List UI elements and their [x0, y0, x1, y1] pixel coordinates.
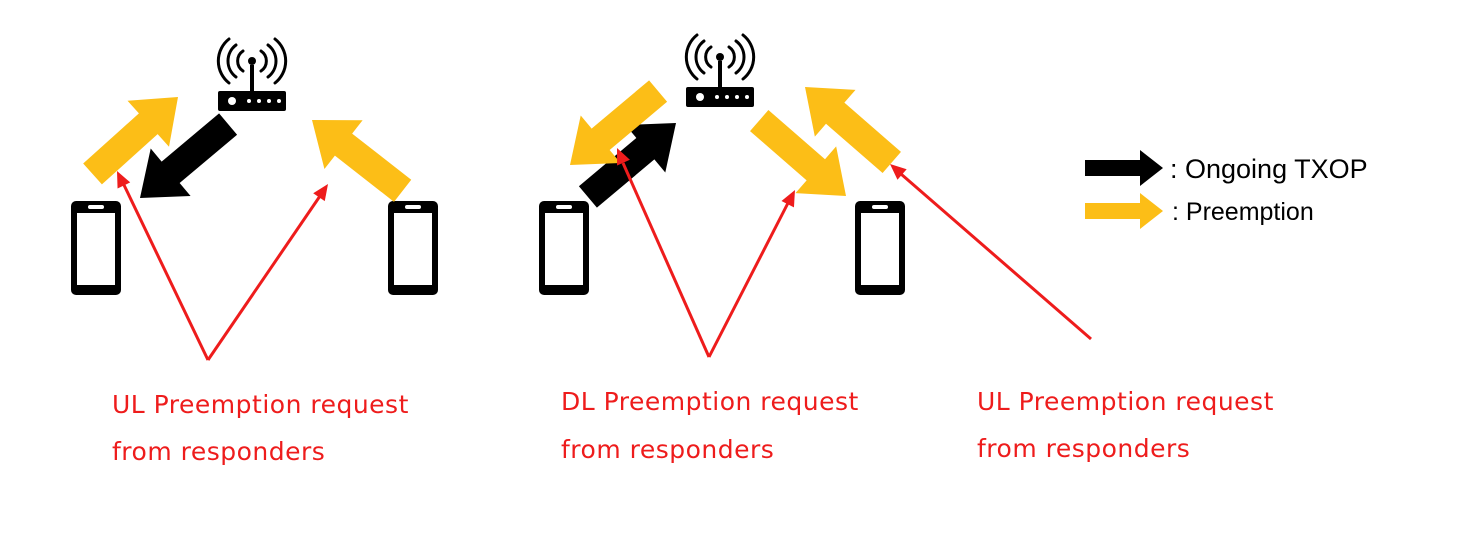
smartphone-icon — [855, 201, 905, 295]
annotation-middle-line2: from responders — [561, 435, 774, 464]
legend: : Ongoing TXOP : Preemption — [1085, 150, 1368, 229]
station-left-a — [71, 201, 121, 295]
annotation-left-ul: UL Preemption request from responders — [112, 390, 409, 466]
legend-ongoing-label: : Ongoing TXOP — [1170, 154, 1368, 184]
legend-preemption-label: : Preemption — [1172, 198, 1314, 226]
smartphone-icon — [71, 201, 121, 295]
annotation-pointer-left — [110, 167, 334, 361]
station-middle-b — [855, 201, 905, 295]
wifi-router-icon — [216, 37, 288, 111]
annotation-pointer-right — [885, 158, 1092, 341]
annotation-left-line2: from responders — [112, 437, 325, 466]
annotation-right-ul: UL Preemption request from responders — [977, 387, 1274, 463]
access-point-left — [216, 37, 288, 111]
annotation-left-line1: UL Preemption request — [112, 390, 409, 419]
station-left-b — [388, 201, 438, 295]
annotation-middle-dl: DL Preemption request from responders — [561, 387, 859, 464]
smartphone-icon — [388, 201, 438, 295]
annotation-pointer-middle — [610, 145, 802, 358]
annotation-right-line2: from responders — [977, 434, 1190, 463]
legend-ongoing-swatch — [1085, 150, 1163, 186]
wifi-router-icon — [684, 33, 756, 107]
access-point-middle — [684, 33, 756, 107]
station-middle-a — [539, 201, 589, 295]
annotation-middle-line1: DL Preemption request — [561, 387, 859, 416]
smartphone-icon — [539, 201, 589, 295]
annotation-right-line1: UL Preemption request — [977, 387, 1274, 416]
legend-preemption-swatch — [1085, 193, 1163, 229]
preemption-arrow-left-ul-b — [292, 95, 422, 216]
